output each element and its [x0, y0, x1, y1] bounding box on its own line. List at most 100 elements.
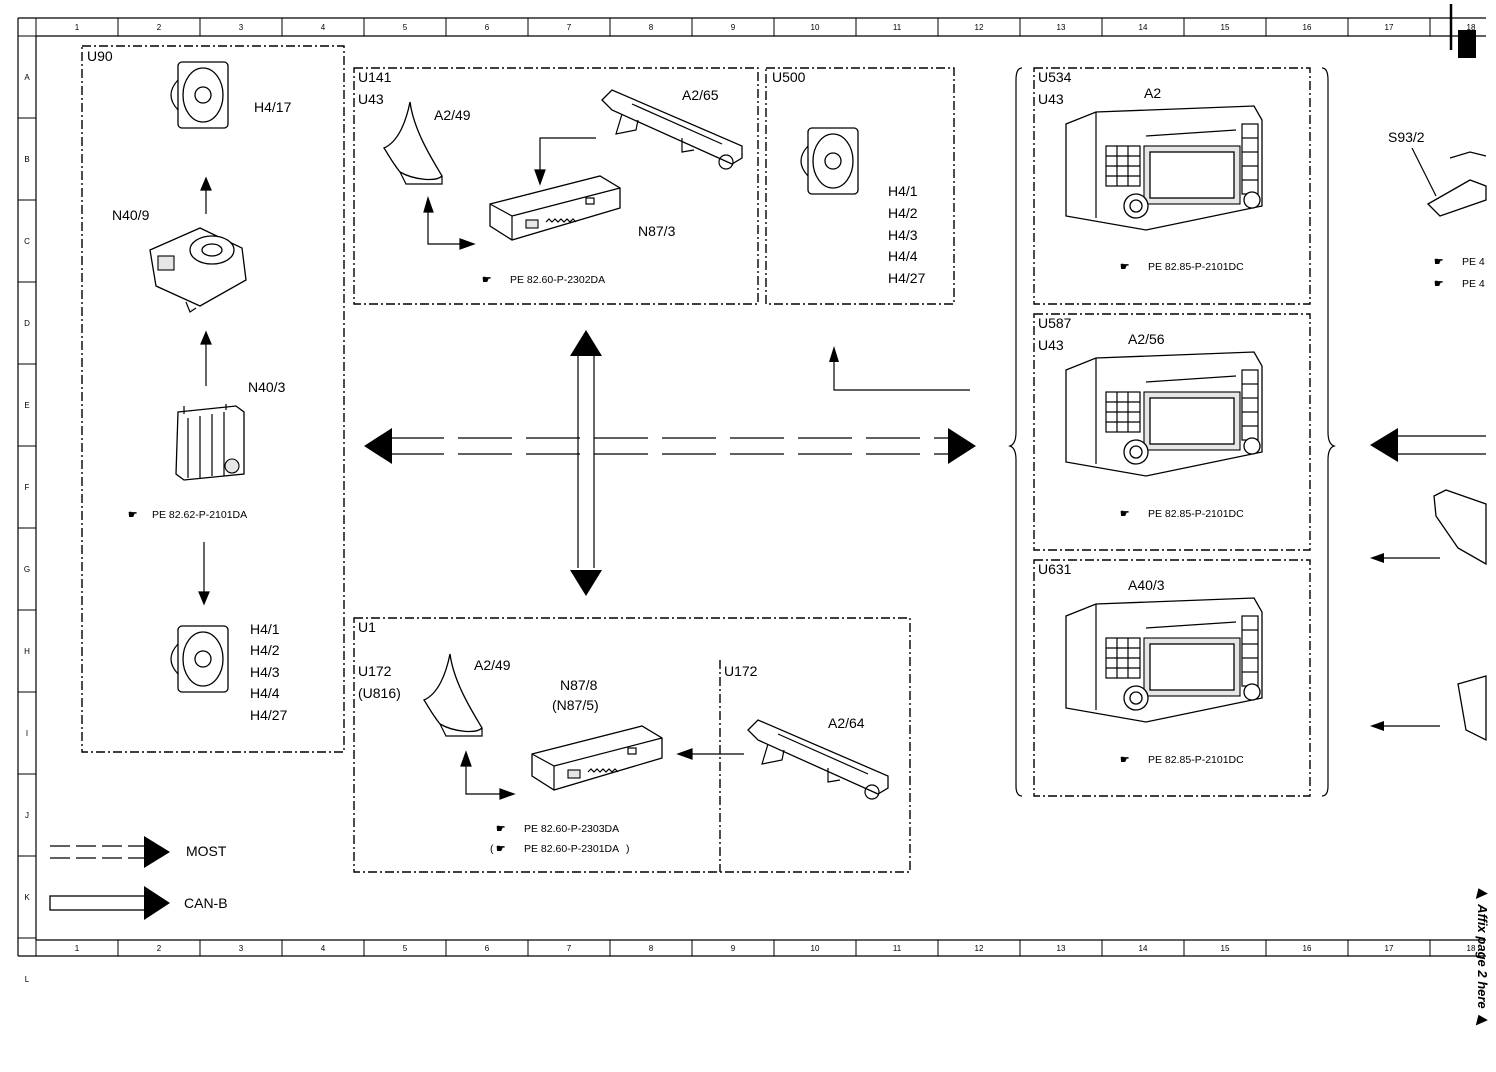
label-u500-speaker-0: H4/1 [888, 183, 918, 199]
svg-text:PE 82.85-P-2101DC: PE 82.85-P-2101DC [1148, 508, 1244, 520]
grid-row-label: D [24, 319, 30, 328]
label-a2-49: A2/49 [434, 107, 471, 123]
u141-signal-arrows [423, 137, 596, 250]
label-a2-64: A2/64 [828, 715, 865, 731]
grid-column-label: 4 [321, 944, 326, 953]
head-unit-icon-a2-56 [1065, 351, 1263, 477]
group-label-u587: U587 [1038, 315, 1072, 331]
label-n40-9: N40/9 [112, 207, 150, 223]
pointing-hand-icon: ☛ [496, 823, 506, 835]
sheet-marker [1458, 30, 1476, 58]
grid-column-label: 6 [485, 944, 490, 953]
control-unit-icon-right [1433, 489, 1487, 566]
column-grid: 1122334455667788991010111112121313141415… [35, 18, 1476, 956]
legend: MOST CAN-B [49, 836, 228, 920]
svg-text:PE 82.85-P-2101DC: PE 82.85-P-2101DC [1148, 261, 1244, 273]
label-n87-8: N87/8 [560, 677, 598, 693]
bracket-icon-a2-64 [747, 719, 889, 800]
label-u90-speaker-3: H4/4 [250, 685, 280, 701]
svg-text:PE 4: PE 4 [1462, 256, 1485, 268]
group-u631-box [1033, 559, 1311, 797]
u1-signal-arrows [460, 748, 744, 800]
svg-text:CAN-B: CAN-B [184, 895, 228, 911]
affix-note: ▶ Affix page 2 here ▶ [1475, 886, 1490, 1028]
group-sublabel-u587: U43 [1038, 337, 1064, 353]
grid-column-label: 16 [1303, 944, 1312, 953]
group-label-u90: U90 [87, 48, 113, 64]
legend-most: MOST [50, 836, 227, 868]
ref-u587: ☛ PE 82.85-P-2101DC [1120, 508, 1244, 520]
pointing-hand-icon: ☛ [1434, 278, 1444, 290]
label-u90-speaker-0: H4/1 [250, 621, 280, 637]
label-u90-speaker-1: H4/2 [250, 642, 280, 658]
group-label-u631: U631 [1038, 561, 1072, 577]
pointing-hand-icon: ☛ [1434, 256, 1444, 268]
amplifier-n40-9-icon [149, 227, 247, 313]
head-unit-column: U534 U43 A2 ☛ PE 82.85-P-2101DC U587 U43… [1008, 67, 1336, 797]
grid-row-label: B [24, 155, 29, 164]
switch-icon-s93-2 [1426, 179, 1487, 217]
speaker-icon-h4-17 [170, 61, 229, 129]
grid-column-label: 11 [893, 23, 902, 32]
label-n87-5: (N87/5) [552, 697, 599, 713]
group-u90: U90 H4/17 N40/9 N40/3 ☛ PE 82.62-P-2101D… [81, 45, 345, 753]
left-brace [1008, 67, 1023, 797]
svg-text:PE 82.60-P-2301DA: PE 82.60-P-2301DA [524, 843, 619, 855]
pointing-hand-icon: ☛ [1120, 508, 1130, 520]
ref-u534: ☛ PE 82.85-P-2101DC [1120, 261, 1244, 273]
grid-column-label: 15 [1221, 23, 1230, 32]
ref-u1-a: ☛ PE 82.60-P-2303DA [496, 823, 619, 835]
label-a2-56: A2/56 [1128, 331, 1165, 347]
grid-column-label: 16 [1303, 23, 1312, 32]
label-u500-speaker-3: H4/4 [888, 248, 918, 264]
grid-column-label: 8 [649, 944, 654, 953]
grid-row-label: K [24, 893, 30, 902]
bracket-icon-right [1457, 675, 1487, 742]
svg-text:MOST: MOST [186, 843, 227, 859]
grid-row-label: L [25, 975, 30, 984]
label-a2-49-lower: A2/49 [474, 657, 511, 673]
drawing-frame: 1122334455667788991010111112121313141415… [17, 4, 1486, 984]
svg-text:PE 82.62-P-2101DA: PE 82.62-P-2101DA [152, 509, 247, 521]
group-sublabel-u534: U43 [1038, 91, 1064, 107]
group-u1: U1 U172 (U816) U172 A2/49 N87/8 (N87/5) … [353, 617, 911, 873]
grid-column-label: 18 [1467, 23, 1476, 32]
grid-row-label: E [24, 401, 29, 410]
grid-column-label: 17 [1385, 944, 1394, 953]
head-unit-icon-a40-3 [1065, 597, 1263, 723]
pointing-hand-icon: ☛ [1120, 754, 1130, 766]
right-brace [1321, 67, 1336, 797]
pointing-hand-icon: ☛ [482, 274, 492, 286]
group-label-u500: U500 [772, 69, 806, 85]
grid-column-label: 13 [1057, 23, 1066, 32]
grid-column-label: 4 [321, 23, 326, 32]
grid-column-label: 10 [811, 944, 820, 953]
grid-row-label: I [26, 729, 28, 738]
ref-right-b: ☛ PE 4 [1434, 278, 1485, 290]
ref-u631: ☛ PE 82.85-P-2101DC [1120, 754, 1244, 766]
bracket-icon-a2-65 [601, 89, 743, 170]
grid-row-label: H [24, 647, 30, 656]
ref-pe-82-60-2302: ☛ PE 82.60-P-2302DA [482, 274, 605, 286]
speaker-icon-u500 [800, 127, 859, 195]
grid-column-label: 5 [403, 944, 408, 953]
grid-column-label: 14 [1139, 23, 1148, 32]
grid-column-label: 1 [75, 944, 80, 953]
grid-column-label: 2 [157, 23, 162, 32]
tuner-icon-n87-3 [489, 175, 621, 241]
amplifier-n40-3-icon [175, 404, 245, 481]
grid-column-label: 15 [1221, 944, 1230, 953]
grid-column-label: 6 [485, 23, 490, 32]
grid-column-label: 1 [75, 23, 80, 32]
label-u90-speaker-4: H4/27 [250, 707, 288, 723]
group-u587-box [1033, 313, 1311, 551]
group-label-u534: U534 [1038, 69, 1072, 85]
group-label-u141: U141 [358, 69, 392, 85]
label-u500-speaker-2: H4/3 [888, 227, 918, 243]
right-edge-components: S93/2 ☛ PE 4 ☛ PE 4 [1370, 129, 1487, 742]
label-a40-3: A40/3 [1128, 577, 1165, 593]
svg-text:): ) [626, 843, 630, 855]
label-a2-65: A2/65 [682, 87, 719, 103]
grid-row-label: J [25, 811, 29, 820]
